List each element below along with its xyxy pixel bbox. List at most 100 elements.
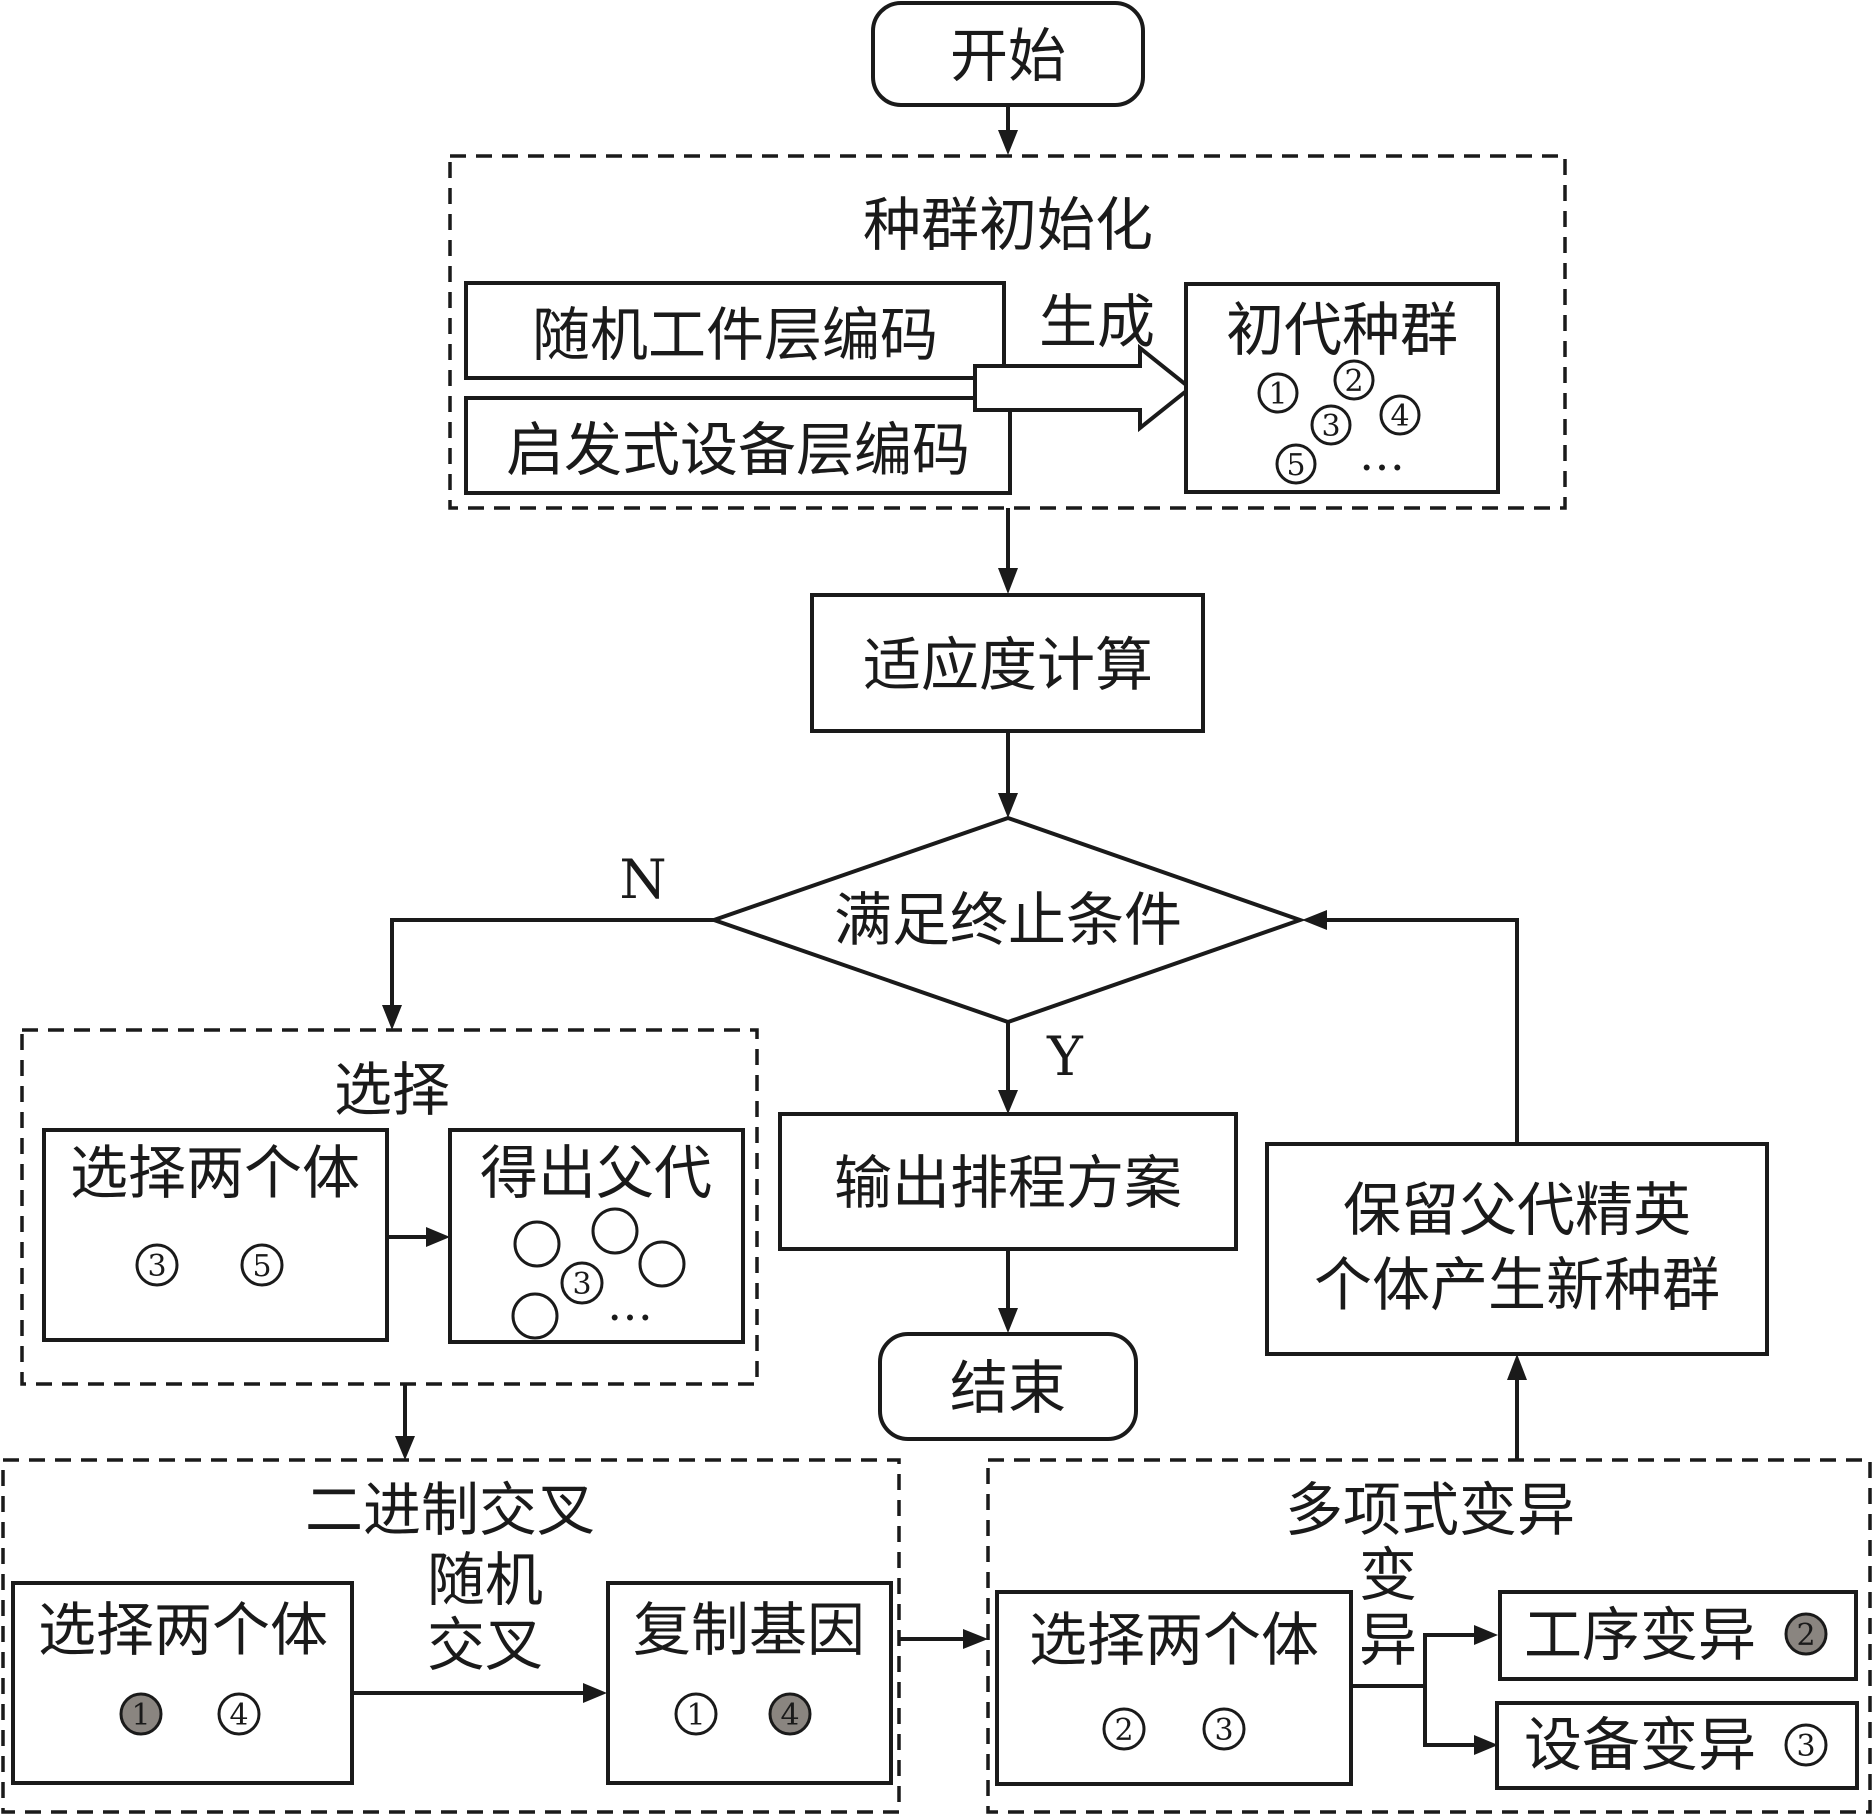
svg-text:2: 2 bbox=[1796, 1618, 1815, 1653]
arrowhead bbox=[1507, 1354, 1527, 1380]
crossover-group-border bbox=[1, 1458, 901, 1814]
copy-genes-label: 复制基因 bbox=[633, 1596, 865, 1664]
yes-label: Y bbox=[1046, 1025, 1084, 1088]
population-member: 5 bbox=[1275, 443, 1317, 485]
device-mutation-label: 设备变异 bbox=[1524, 1711, 1756, 1779]
selection-group-border bbox=[20, 1028, 759, 1386]
init-group-border bbox=[448, 154, 1567, 510]
crossover-select-label: 选择两个体 bbox=[38, 1596, 328, 1664]
svg-text:1: 1 bbox=[131, 1698, 150, 1733]
arrowhead bbox=[1302, 910, 1327, 930]
crossover-group-title: 二进制交叉 bbox=[305, 1476, 595, 1544]
fitness-node: 适应度计算 bbox=[810, 593, 1205, 733]
population-member: 3 bbox=[1310, 404, 1352, 446]
parent-individual bbox=[511, 1292, 559, 1340]
parents-ellipsis: … bbox=[607, 1277, 653, 1331]
svg-text:3: 3 bbox=[1321, 409, 1340, 444]
selected-individual: 5 bbox=[240, 1243, 284, 1287]
output-plan-label: 输出排程方案 bbox=[834, 1149, 1182, 1217]
decision-label: 满足终止条件 bbox=[834, 886, 1182, 954]
generate-arrow bbox=[973, 343, 1194, 433]
end-terminal-shape bbox=[878, 1332, 1138, 1441]
copied-individual: 1 bbox=[674, 1692, 718, 1736]
output-plan-node: 输出排程方案 bbox=[778, 1112, 1238, 1251]
arrowhead bbox=[382, 1005, 402, 1030]
select-two-label: 选择两个体 bbox=[70, 1139, 360, 1207]
svg-text:4: 4 bbox=[1390, 399, 1409, 434]
arrowhead bbox=[998, 568, 1018, 594]
crossover-group: 二进制交叉 随机 交叉 选择两个体 1 4 复制基因 1 4 bbox=[1, 1458, 901, 1814]
arrow-no-to-selection bbox=[390, 918, 714, 1008]
random-cross-label-line2: 交叉 bbox=[427, 1611, 543, 1679]
mutate-label-line1: 变 bbox=[1359, 1541, 1417, 1609]
svg-text:1: 1 bbox=[1268, 377, 1287, 412]
svg-text:2: 2 bbox=[1344, 364, 1363, 399]
fitness-box bbox=[810, 593, 1205, 733]
svg-text:3: 3 bbox=[147, 1249, 166, 1284]
mutation-group-title: 多项式变异 bbox=[1285, 1476, 1575, 1544]
arrow-to-process-mutation bbox=[1351, 1633, 1476, 1688]
parent-individual bbox=[638, 1240, 686, 1288]
end-label: 结束 bbox=[950, 1354, 1066, 1422]
crossover-individual: 4 bbox=[217, 1692, 261, 1736]
random-encoding-label: 随机工件层编码 bbox=[532, 301, 938, 369]
arrowhead bbox=[395, 1436, 415, 1460]
svg-text:3: 3 bbox=[1214, 1713, 1233, 1748]
process-mutation-individual: 2 bbox=[1784, 1612, 1828, 1656]
selection-group: 选择 选择两个体 3 5 得出父代 3 … bbox=[20, 1028, 759, 1386]
start-label: 开始 bbox=[950, 22, 1066, 90]
svg-text:2: 2 bbox=[1114, 1713, 1133, 1748]
svg-text:4: 4 bbox=[780, 1698, 799, 1733]
arrow-elite-to-decision bbox=[1325, 918, 1519, 1144]
device-mutation-individual: 3 bbox=[1784, 1723, 1828, 1767]
fitness-label: 适应度计算 bbox=[863, 631, 1153, 699]
arrowhead bbox=[583, 1683, 607, 1703]
init-group: 种群初始化 随机工件层编码 启发式设备层编码 生成 初代种群 1 2 3 4 5 bbox=[448, 154, 1567, 510]
arrowhead bbox=[998, 793, 1018, 818]
population-member: 4 bbox=[1379, 394, 1421, 436]
elite-label-line2: 个体产生新种群 bbox=[1314, 1251, 1720, 1319]
arrowhead bbox=[998, 1090, 1018, 1114]
crossover-select-box bbox=[11, 1581, 354, 1785]
generate-label: 生成 bbox=[1039, 288, 1155, 356]
parent-individual: 3 bbox=[560, 1261, 604, 1305]
random-encoding-box bbox=[464, 281, 1006, 380]
svg-text:3: 3 bbox=[572, 1267, 591, 1302]
arrowhead bbox=[963, 1629, 988, 1649]
parent-individual bbox=[591, 1207, 639, 1255]
mutation-group: 多项式变异 变 异 选择两个体 2 3 工序变异 2 设备变异 3 bbox=[986, 1458, 1872, 1814]
svg-text:3: 3 bbox=[1796, 1729, 1815, 1764]
start-node: 开始 bbox=[871, 1, 1145, 107]
end-node: 结束 bbox=[878, 1332, 1138, 1441]
process-mutation-label: 工序变异 bbox=[1524, 1601, 1756, 1669]
svg-text:5: 5 bbox=[252, 1249, 271, 1284]
elite-label-line1: 保留父代精英 bbox=[1343, 1176, 1691, 1244]
random-cross-label-line1: 随机 bbox=[427, 1546, 543, 1614]
mutation-individual: 3 bbox=[1202, 1707, 1246, 1751]
population-member: 1 bbox=[1257, 372, 1299, 414]
parent-individual bbox=[513, 1220, 561, 1268]
select-two-box bbox=[42, 1128, 389, 1342]
arrow-to-device-mutation bbox=[1423, 1686, 1476, 1747]
arrowhead bbox=[1474, 1625, 1498, 1645]
mutation-select-label: 选择两个体 bbox=[1029, 1606, 1319, 1674]
arrowhead bbox=[1474, 1735, 1498, 1755]
heuristic-encoding-label: 启发式设备层编码 bbox=[506, 416, 970, 484]
arrowhead bbox=[426, 1227, 450, 1247]
svg-text:5: 5 bbox=[1286, 448, 1305, 483]
mutate-label-line2: 异 bbox=[1359, 1606, 1417, 1674]
copy-genes-box bbox=[606, 1581, 893, 1785]
initial-population-title: 初代种群 bbox=[1226, 296, 1458, 364]
selection-group-title: 选择 bbox=[334, 1056, 450, 1124]
population-member: 2 bbox=[1333, 359, 1375, 401]
arrowhead bbox=[998, 1308, 1018, 1333]
arrowhead bbox=[998, 130, 1018, 155]
mutation-individual: 2 bbox=[1102, 1707, 1146, 1751]
crossover-individual: 1 bbox=[119, 1692, 163, 1736]
svg-text:4: 4 bbox=[229, 1698, 248, 1733]
population-ellipsis: … bbox=[1359, 427, 1405, 481]
heuristic-encoding-box bbox=[464, 396, 1012, 495]
decision-node: 满足终止条件 bbox=[707, 815, 1307, 1025]
svg-text:1: 1 bbox=[686, 1698, 705, 1733]
